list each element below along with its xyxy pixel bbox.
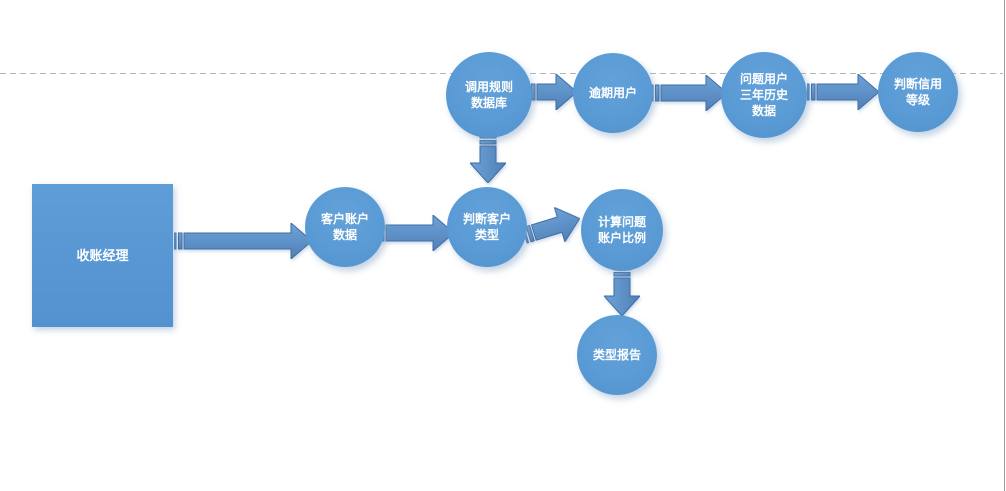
arrow-overdue-users-to-history-data[interactable] xyxy=(651,75,727,111)
node-type-report[interactable]: 类型报告 xyxy=(577,315,657,395)
node-judge-credit-rating[interactable]: 判断信用 等级 xyxy=(878,52,958,132)
node-label: 类型报告 xyxy=(592,348,641,362)
arrow-judge-type-to-problem-ratio[interactable] xyxy=(519,201,585,252)
node-call-rules-database[interactable]: 调用规则 数据库 xyxy=(446,52,532,138)
node-calc-problem-ratio[interactable]: 计算问题 账户比例 xyxy=(581,189,663,271)
arrow-problem-ratio-to-type-report[interactable] xyxy=(604,268,640,316)
node-label: 逾期用户 xyxy=(588,86,637,100)
node-judge-customer-type[interactable]: 判断客户 类型 xyxy=(447,187,527,267)
node-manager-rectangle[interactable]: 收账经理 xyxy=(32,184,173,327)
node-label: 计算问题 账户比例 xyxy=(597,215,646,245)
canvas-right-edge-line xyxy=(1004,0,1005,491)
arrow-history-data-to-credit-rating[interactable] xyxy=(807,74,879,110)
arrow-account-data-to-judge-type[interactable] xyxy=(376,215,454,251)
node-label: 客户账户 数据 xyxy=(320,212,369,242)
arrow-manager-to-customer-account-data[interactable] xyxy=(174,223,312,259)
node-customer-account-data[interactable]: 客户账户 数据 xyxy=(305,187,385,267)
arrow-rules-db-to-judge-type[interactable] xyxy=(470,136,506,183)
node-label: 判断客户 类型 xyxy=(462,212,511,242)
node-problem-users-history[interactable]: 问题用户 三年历史 数据 xyxy=(721,52,807,138)
node-label: 问题用户 三年历史 数据 xyxy=(739,72,788,118)
node-overdue-users[interactable]: 逾期用户 xyxy=(573,53,653,133)
node-label: 判断信用 等级 xyxy=(893,77,942,107)
arrow-rules-db-to-overdue-users[interactable] xyxy=(527,74,577,110)
node-label: 调用规则 数据库 xyxy=(464,80,513,110)
node-label: 收账经理 xyxy=(76,247,129,263)
